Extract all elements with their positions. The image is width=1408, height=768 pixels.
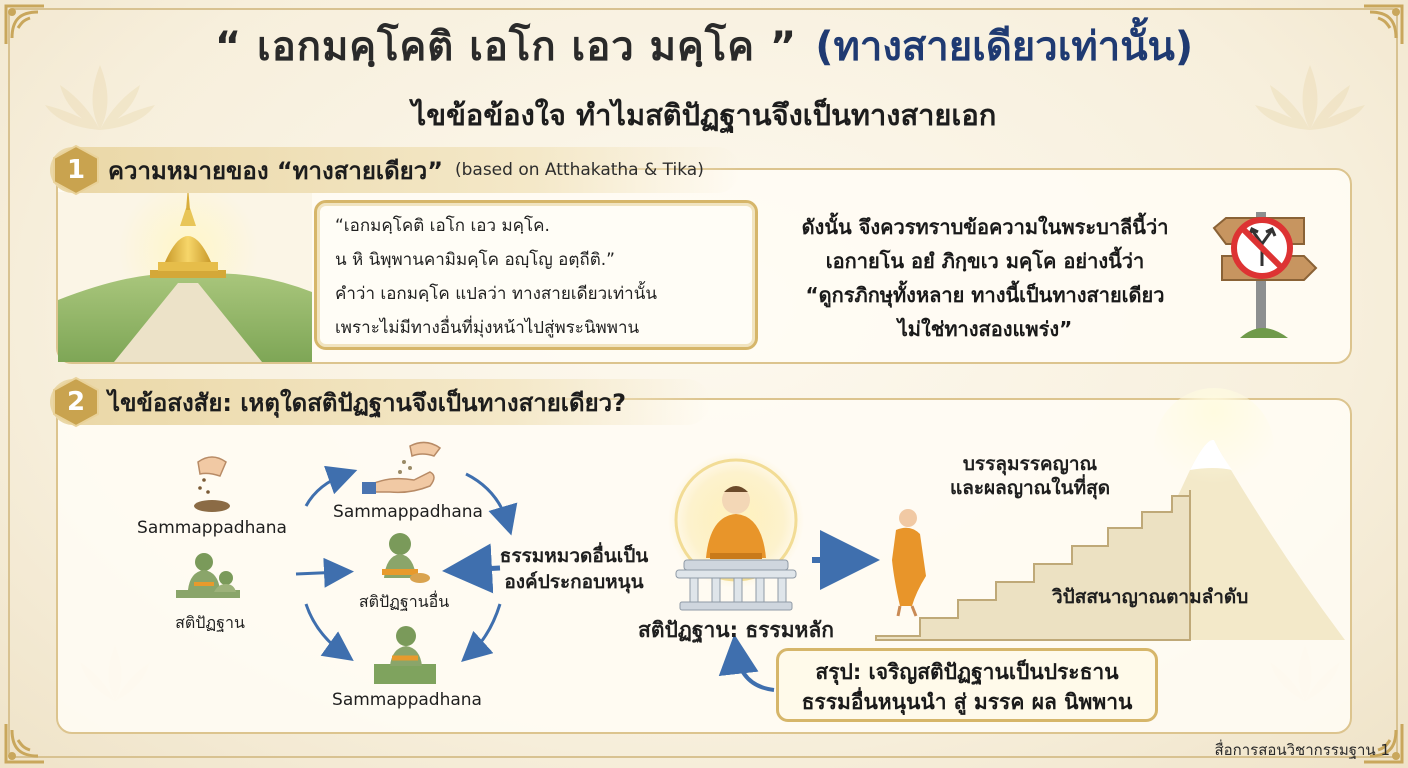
quote-line: “เอกมคฺโคติ เอโก เอว มคฺโค.	[335, 216, 550, 236]
title-thai: (ทางสายเดียวเท่านั้น)	[815, 24, 1194, 70]
corner-ornament-icon	[4, 724, 44, 764]
conclusion-line: ไม่ใช่ทางสองแพร่ง”	[897, 317, 1073, 341]
conclusion-text: ดังนั้น จึงควรทราบข้อความในพระบาลีนี้ว่า…	[780, 210, 1190, 346]
cycle-label-top: Sammappadhana	[333, 502, 483, 522]
conclusion-line: ดังนั้น จึงควรทราบข้อความในพระบาลีนี้ว่า	[801, 215, 1169, 239]
conclusion-line: “ดูกรภิกษุทั้งหลาย ทางนี้เป็นทางสายเดียว	[805, 283, 1165, 307]
section-number-badge	[53, 376, 99, 428]
section-2-title: ไขข้อสงสัย: เหตุใดสติปัฏฐานจึงเป็นทางสาย…	[108, 388, 627, 417]
other-dhamma-label: ธรรมหมวดอื่นเป็น องค์ประกอบหนุน	[500, 543, 649, 595]
section-2-number: 2	[66, 387, 86, 417]
corner-ornament-icon	[1364, 724, 1404, 764]
section-1-note: (based on Atthakatha & Tika)	[454, 160, 704, 180]
section-1-title: ความหมายของ “ทางสายเดียว”	[108, 156, 443, 185]
title-pali: “ เอกมคฺโคติ เอโก เอว มคฺโค ”	[214, 24, 798, 70]
page-frame	[8, 8, 1398, 758]
section-2-header: 2 ไขข้อสงสัย: เหตุใดสติปัฏฐานจึงเป็นทางส…	[50, 376, 710, 428]
left-label-satipatthana: สติปัฏฐาน	[175, 613, 245, 632]
footer-caption: สื่อการสอนวิชากรรมฐาน 1	[1214, 741, 1390, 759]
pali-quote-box: “เอกมคฺโคติ เอโก เอว มคฺโค. น หิ นิพฺพาน…	[314, 200, 758, 350]
summary-box: สรุป: เจริญสติปัฏฐานเป็นประธาน ธรรมอื่นห…	[776, 648, 1158, 722]
main-title: “ เอกมคฺโคติ เอโก เอว มคฺโค ” (ทางสายเดีย…	[0, 14, 1408, 78]
cycle-label-bottom: Sammappadhana	[332, 690, 482, 710]
other-dhamma-line: ธรรมหมวดอื่นเป็น	[499, 545, 649, 567]
main-dhamma-label: สติปัฏฐาน: ธรรมหลัก	[638, 618, 834, 642]
quote-line: น หิ นิพฺพานคามิมคฺโค อญฺโญ อตฺถีติ.”	[335, 250, 615, 270]
section-1-header: 1 ความหมายของ “ทางสายเดียว” (based on At…	[50, 144, 740, 196]
section-1-number: 1	[66, 155, 86, 185]
subtitle: ไขข้อข้องใจ ทำไมสติปัฏฐานจึงเป็นทางสายเอ…	[411, 98, 997, 132]
section-number-badge	[53, 144, 99, 196]
corner-ornament-icon	[1364, 4, 1404, 44]
left-label-sammappadhana: Sammappadhana	[137, 518, 287, 538]
vipassana-label: วิปัสสนาญาณตามลำดับ	[1052, 586, 1249, 608]
goal-label: บรรลุมรรคญาณ และผลญาณในที่สุด	[950, 452, 1110, 500]
summary-line: ธรรมอื่นหนุนนำ สู่ มรรค ผล นิพพาน	[801, 690, 1133, 714]
quote-line: เพราะไม่มีทางอื่นที่มุ่งหน้าไปสู่พระนิพพ…	[335, 318, 640, 338]
conclusion-line: เอกายโน อยํ ภิกฺขเว มคฺโค อย่างนี้ว่า	[825, 249, 1145, 273]
goal-line: บรรลุมรรคญาณ	[962, 453, 1098, 475]
other-dhamma-line: องค์ประกอบหนุน	[504, 571, 644, 593]
summary-line: สรุป: เจริญสติปัฏฐานเป็นประธาน	[815, 660, 1119, 684]
cycle-label-center: สติปัฏฐานอื่น	[358, 592, 450, 611]
corner-ornament-icon	[4, 4, 44, 44]
quote-line: คำว่า เอกมคฺโค แปลว่า ทางสายเดียวเท่านั้…	[335, 284, 657, 304]
lotus-watermark-right-icon	[1255, 65, 1365, 130]
goal-line: และผลญาณในที่สุด	[949, 477, 1111, 499]
lotus-watermark-left-icon	[45, 65, 155, 130]
